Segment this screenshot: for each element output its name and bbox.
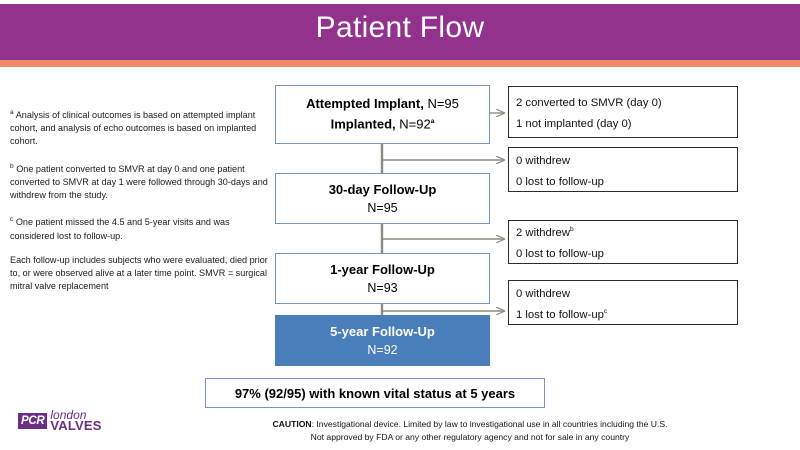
exit-line1: 2 converted to SMVR (day 0): [516, 97, 662, 109]
footnote-a-marker: a: [10, 109, 14, 116]
flow-box-line1: 30-day Follow-Up: [328, 181, 437, 197]
caution-line2: Not approved by FDA or any other regulat…: [310, 432, 630, 442]
flow-box-line1: 5-year Follow-Up: [330, 323, 435, 339]
flow-box-line2: N=95: [367, 200, 398, 215]
exit-line2: 1 lost to follow-upc: [516, 307, 608, 321]
pcr-london-valves-logo: PCR london VALVES: [18, 408, 102, 433]
footnote-a-text: Analysis of clinical outcomes is based o…: [10, 110, 257, 147]
caution-label: CAUTION: [272, 419, 312, 429]
footnote-c-marker: c: [10, 216, 14, 224]
footnote-b: b One patient converted to SMVR at day 0…: [10, 160, 268, 203]
footnotes-block: a Analysis of clinical outcomes is based…: [10, 106, 268, 293]
caution-footer: CAUTION: Investigational device. Limited…: [140, 418, 800, 444]
header-bar: [0, 4, 800, 60]
flow-box-line2: N=93: [367, 280, 398, 295]
exit-line1: 0 withdrew: [516, 287, 570, 300]
footnote-b-text: One patient converted to SMVR at day 0 a…: [10, 163, 268, 201]
page-title: Patient Flow: [315, 11, 485, 44]
exit-line2: 1 not implanted (day 0): [516, 117, 632, 130]
header-accent-rule: [0, 60, 800, 67]
exit-line1: 2 withdrewb: [516, 226, 574, 239]
exit-line2: 0 lost to follow-up: [516, 175, 604, 188]
logo-wordmark: london VALVES: [50, 408, 102, 433]
exit-box-5-year[interactable]: 0 withdrew 1 lost to follow-upc: [508, 280, 738, 325]
flow-box-5-year-follow-up[interactable]: 5-year Follow-Up N=92: [275, 315, 490, 366]
caution-line1: CAUTION: Investigational device. Limited…: [140, 418, 800, 431]
footnote-general: Each follow-up includes subjects who wer…: [10, 254, 268, 292]
logo-line-valves: VALVES: [50, 417, 102, 433]
summary-box[interactable]: 97% (92/95) with known vital status at 5…: [205, 378, 545, 408]
caution-line1-text: : Investigational device. Limited by law…: [311, 419, 668, 429]
exit-box-day0[interactable]: 2 converted to SMVR (day 0) 1 not implan…: [508, 86, 738, 138]
footnote-c: c One patient missed the 4.5 and 5-year …: [10, 213, 268, 242]
flow-box-attempted-implant[interactable]: Attempted Implant, N=95 Implanted, N=92a: [275, 85, 490, 144]
flow-box-1-year-follow-up[interactable]: 1-year Follow-Up N=93: [275, 253, 490, 304]
exit-line1: 0 withdrew: [516, 154, 570, 167]
flow-box-30-day-follow-up[interactable]: 30-day Follow-Up N=95: [275, 173, 490, 224]
logo-line-london: london: [50, 408, 87, 422]
exit-line2: 0 lost to follow-up: [516, 247, 604, 260]
footnote-b-marker: b: [10, 162, 14, 170]
pcr-logo-mark: PCR: [18, 412, 48, 429]
footnote-c-text: One patient missed the 4.5 and 5-year vi…: [10, 217, 230, 241]
flow-box-line1: Attempted Implant, N=95: [306, 96, 459, 112]
exit-box-30-day[interactable]: 0 withdrew 0 lost to follow-up: [508, 147, 738, 192]
footnote-a: a Analysis of clinical outcomes is based…: [10, 106, 268, 149]
exit-box-1-year[interactable]: 2 withdrewb 0 lost to follow-up: [508, 220, 738, 264]
flow-box-line2: Implanted, N=92a: [330, 116, 435, 132]
flow-box-line1: 1-year Follow-Up: [330, 261, 435, 277]
flow-box-line2: N=92: [367, 342, 398, 357]
